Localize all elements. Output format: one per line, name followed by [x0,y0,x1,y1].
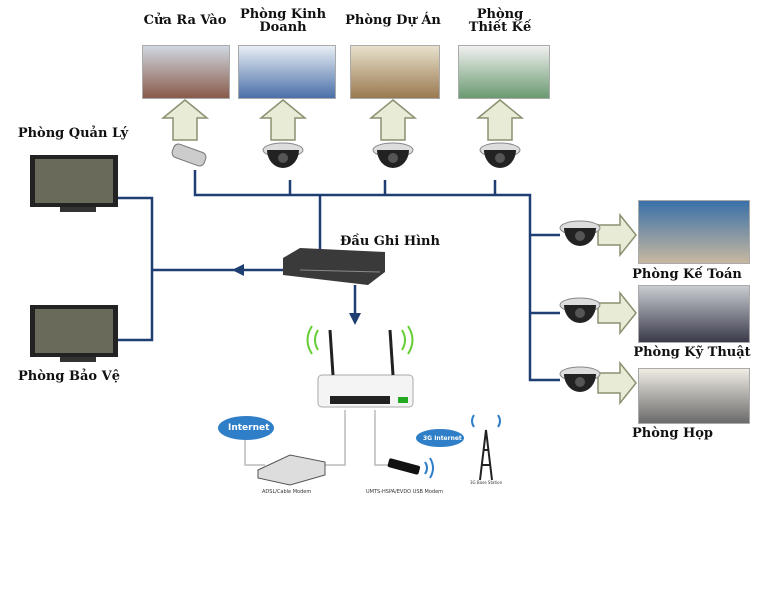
label-phong-bao-ve: Phòng Bảo Vệ [18,369,120,384]
room-photo [458,45,550,99]
label-dau-ghi-hinh: Đầu Ghi Hình [340,234,440,249]
adsl-modem-label: ADSL/Cable Modem [262,489,312,495]
3g-cloud-icon [416,429,464,447]
internet-label: Internet [228,423,270,433]
adsl-modem-icon [257,454,326,486]
label-phong-quan-ly: Phòng Quản Lý [17,126,129,141]
room-photo [142,45,230,99]
usb-modem-icon [387,457,434,479]
room-photo [638,200,750,264]
room-photo [350,45,440,99]
cell-tower-icon [471,414,501,481]
router-icon [306,325,414,408]
label-phong-hop: Phòng Họp [632,426,714,441]
internet-cloud-icon [218,416,274,440]
label-phong-ky-thuat: Phòng Kỹ Thuật [633,345,751,360]
monitor-icon [30,305,118,362]
monitor-icon [30,155,118,212]
usb-modem-label: UMTS-HSPA/EVDO USB Modem [366,489,444,495]
room-photo [638,368,750,424]
label-cua-ra-vao: Cửa Ra Vào [143,13,227,28]
label-phong-kinh-doanh: Phòng Kinh Doanh [239,7,327,35]
base-station-label: 3G Base Station [470,480,503,485]
3g-internet-label: 3G Internet [423,435,462,442]
bullet-camera-icon [171,143,207,167]
label-phong-du-an: Phòng Dự Án [345,13,441,28]
room-photo [238,45,336,99]
room-photo [638,285,750,343]
label-phong-thiet-ke: Phòng Thiết Kế [468,7,532,35]
dvr-icon [283,248,385,285]
label-phong-ke-toan: Phòng Kế Toán [632,267,742,282]
